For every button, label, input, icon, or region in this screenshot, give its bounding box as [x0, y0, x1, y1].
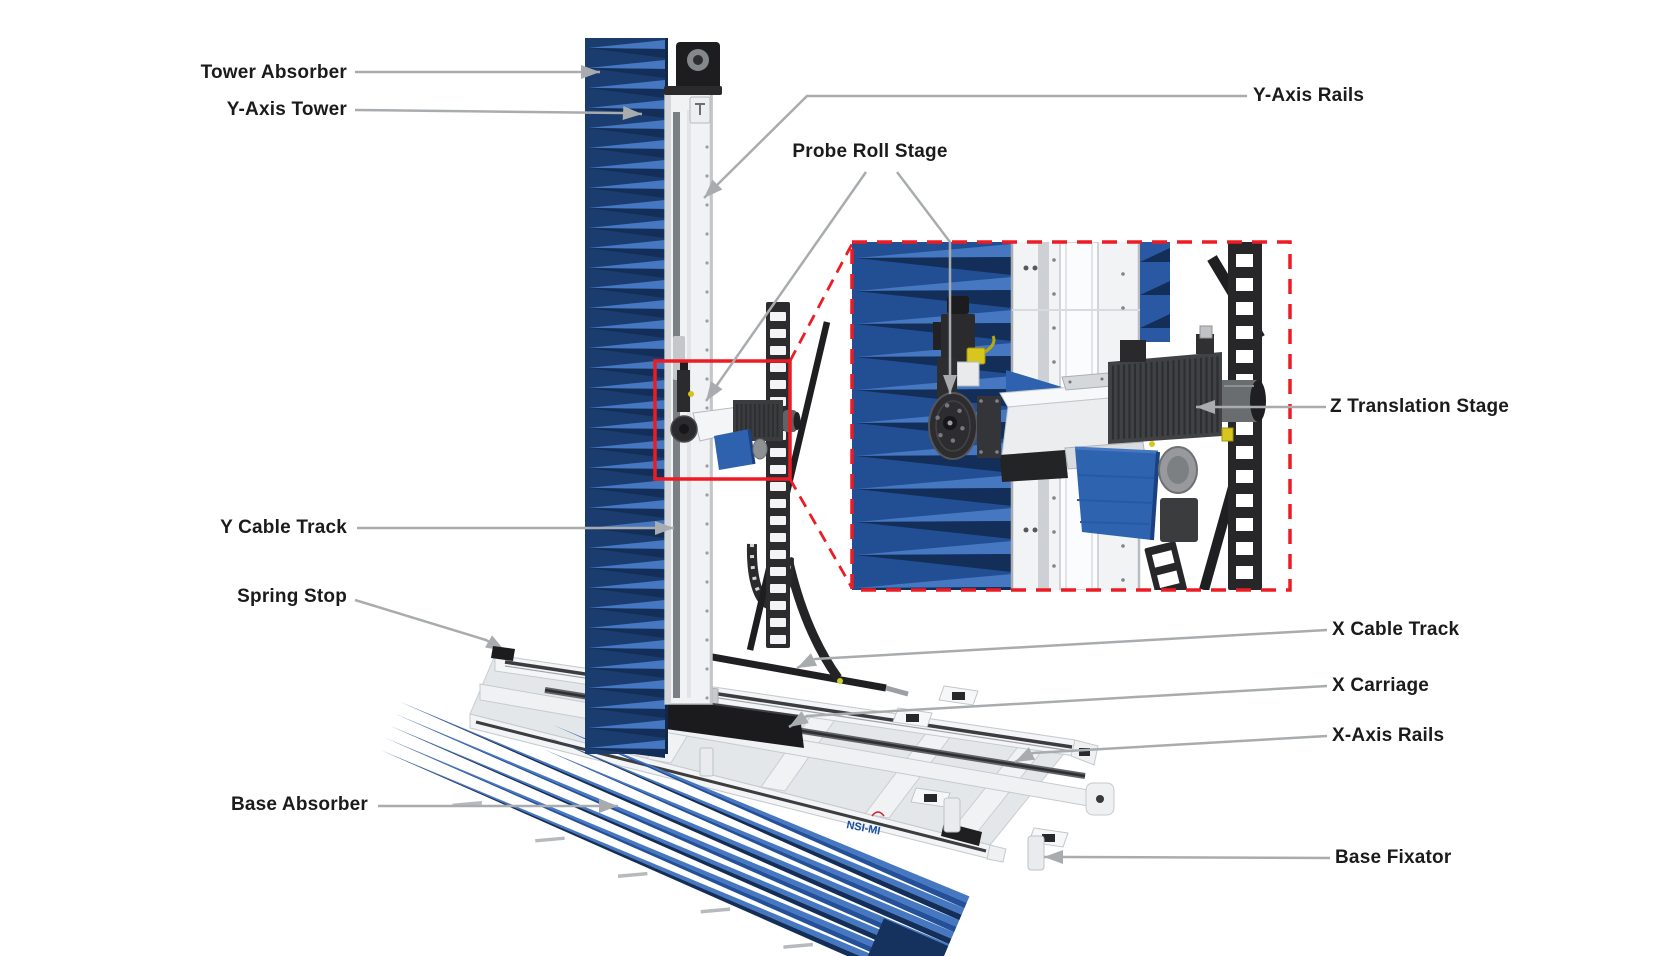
probe-roll-stage-main [670, 360, 801, 470]
detail-inset-border [850, 240, 1292, 592]
label-y-axis-rails: Y-Axis Rails [1253, 85, 1365, 106]
base-fixator-feet [699, 747, 1045, 871]
x-carriage [640, 694, 804, 748]
label-tower-absorber: Tower Absorber [200, 62, 347, 83]
label-z-translation-stage: Z Translation Stage [1330, 396, 1510, 417]
label-probe-roll-stage: Probe Roll Stage [792, 141, 948, 162]
spring-stop [491, 646, 515, 661]
base-absorber [379, 701, 970, 956]
inset-z-translation-stage [1108, 325, 1266, 444]
projection-line-top [788, 243, 854, 362]
label-x-axis-rails: X-Axis Rails [1332, 725, 1445, 746]
label-y-axis-tower: Y-Axis Tower [226, 99, 347, 120]
tower-absorber [585, 38, 665, 758]
leader-lines [354, 65, 1331, 864]
label-x-carriage: X Carriage [1332, 675, 1430, 696]
detail-highlight-box [653, 359, 792, 481]
x-carriage-assembly [605, 302, 909, 748]
label-x-cable-track: X Cable Track [1332, 619, 1460, 640]
projection-line-bottom [788, 478, 854, 589]
label-base-absorber: Base Absorber [230, 794, 368, 815]
y-cable-groove [673, 112, 680, 698]
label-y-cable-track: Y Cable Track [220, 517, 347, 538]
logo-swoosh [871, 811, 885, 817]
detail-inset [850, 240, 1292, 592]
label-spring-stop: Spring Stop [237, 586, 347, 607]
label-base-fixator: Base Fixator [1335, 847, 1452, 868]
